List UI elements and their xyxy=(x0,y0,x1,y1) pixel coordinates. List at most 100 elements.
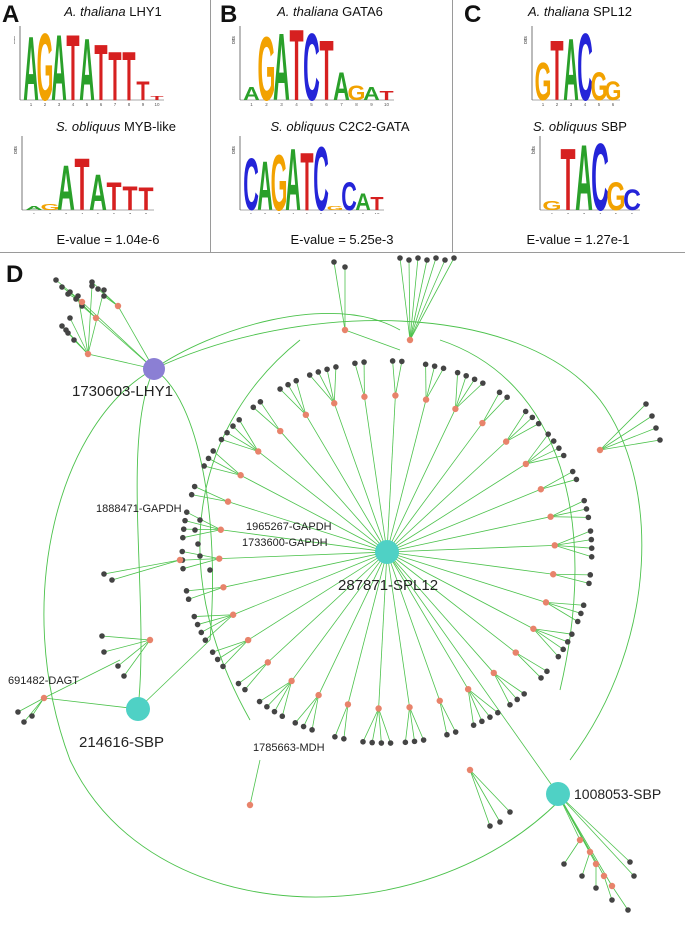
network-edge xyxy=(43,368,561,898)
leaf-node xyxy=(201,463,207,469)
network-edge xyxy=(194,486,229,503)
intermediate-node xyxy=(422,396,430,403)
network-edge xyxy=(386,463,527,553)
network-edge xyxy=(240,474,388,553)
network-edge xyxy=(201,614,234,633)
svg-text:T: T xyxy=(560,134,575,214)
leaf-node xyxy=(580,602,587,609)
intermediate-node xyxy=(537,486,545,493)
network-edge xyxy=(23,697,45,723)
leaf-node xyxy=(271,708,278,715)
leaf-node xyxy=(360,738,366,745)
network-edge xyxy=(317,371,335,404)
network-edge xyxy=(281,680,292,717)
logo-glyph: A xyxy=(285,134,301,214)
panel-b-top-title: A. thaliana GATA6 xyxy=(240,4,420,19)
network-edge xyxy=(557,793,631,863)
logo-glyph: A xyxy=(333,63,350,106)
intermediate-node xyxy=(78,298,86,306)
intermediate-node xyxy=(361,393,368,400)
network-edge xyxy=(244,662,269,690)
intermediate-node xyxy=(146,636,154,644)
network-edge xyxy=(311,695,319,730)
axis-label: bits xyxy=(14,146,19,154)
logo-glyph: G xyxy=(591,64,608,106)
leaf-node xyxy=(402,739,409,746)
position-tick: 1 xyxy=(33,212,36,214)
leaf-node xyxy=(71,337,77,343)
logo-glyph: T xyxy=(122,38,135,106)
intermediate-node xyxy=(530,625,537,632)
network-edge xyxy=(386,551,441,701)
leaf-node xyxy=(194,621,201,628)
gene-label-gapdh2: 1965267-GAPDH xyxy=(246,521,332,533)
svg-text:C: C xyxy=(341,174,357,214)
leaf-node xyxy=(657,437,663,443)
network-edge xyxy=(364,396,388,553)
network-edge xyxy=(533,628,559,657)
position-tick: 8 xyxy=(128,102,131,106)
network-edge xyxy=(223,551,388,588)
network-edge xyxy=(394,361,403,396)
leaf-node xyxy=(569,468,576,475)
logo-glyph: A xyxy=(79,20,95,106)
network-edge xyxy=(439,339,576,691)
leaf-node xyxy=(180,526,187,532)
leaf-node xyxy=(415,255,421,261)
position-tick: 2 xyxy=(49,212,52,214)
axis-label: bits xyxy=(531,146,537,154)
leaf-node xyxy=(179,548,186,555)
network-edge xyxy=(425,366,436,400)
intermediate-node xyxy=(512,649,519,656)
intermediate-node xyxy=(576,836,584,844)
hub-node xyxy=(375,540,399,564)
intermediate-node xyxy=(436,697,443,704)
logo-glyph: A xyxy=(563,20,579,106)
leaf-node xyxy=(397,255,403,261)
species-name: S. obliquus xyxy=(533,119,598,134)
leaf-node xyxy=(115,663,121,669)
network-edge xyxy=(386,551,559,795)
panel-letter-a: A xyxy=(2,1,20,28)
network-edge xyxy=(482,396,508,424)
svg-text:C: C xyxy=(313,134,329,214)
leaf-node xyxy=(292,720,299,726)
leaf-node xyxy=(578,610,584,617)
panel-letter-b: B xyxy=(220,1,238,28)
network-edge xyxy=(599,415,653,451)
leaf-node xyxy=(545,431,552,437)
network-edge xyxy=(467,688,491,718)
leaf-node xyxy=(556,445,562,451)
network-edge xyxy=(343,704,349,739)
leaf-node xyxy=(387,740,394,746)
svg-text:G: G xyxy=(271,139,288,214)
leaf-node xyxy=(479,718,485,725)
leaf-node xyxy=(341,736,347,742)
position-tick: 2 xyxy=(44,102,47,106)
svg-text:G: G xyxy=(327,206,344,212)
leaf-node xyxy=(487,714,493,720)
logo-glyph: A xyxy=(89,165,107,214)
network-edge xyxy=(220,529,388,553)
logo-glyph: A xyxy=(257,148,273,214)
leaf-node xyxy=(452,729,459,735)
intermediate-node xyxy=(176,556,184,564)
leaf-node xyxy=(588,553,595,560)
network-edge xyxy=(386,551,534,630)
hub-node xyxy=(546,782,570,806)
svg-text:A: A xyxy=(57,153,75,214)
gene-name: C2C2-GATA xyxy=(338,119,410,134)
leaf-node xyxy=(180,565,186,572)
network-edge xyxy=(291,551,388,682)
network-edge xyxy=(467,688,499,714)
leaf-node xyxy=(220,663,226,670)
logo-glyph: G xyxy=(258,19,276,106)
network-edge xyxy=(259,680,292,702)
network-edge xyxy=(525,447,560,465)
position-tick: 1 xyxy=(30,102,33,106)
logo-glyph: A xyxy=(363,84,380,104)
